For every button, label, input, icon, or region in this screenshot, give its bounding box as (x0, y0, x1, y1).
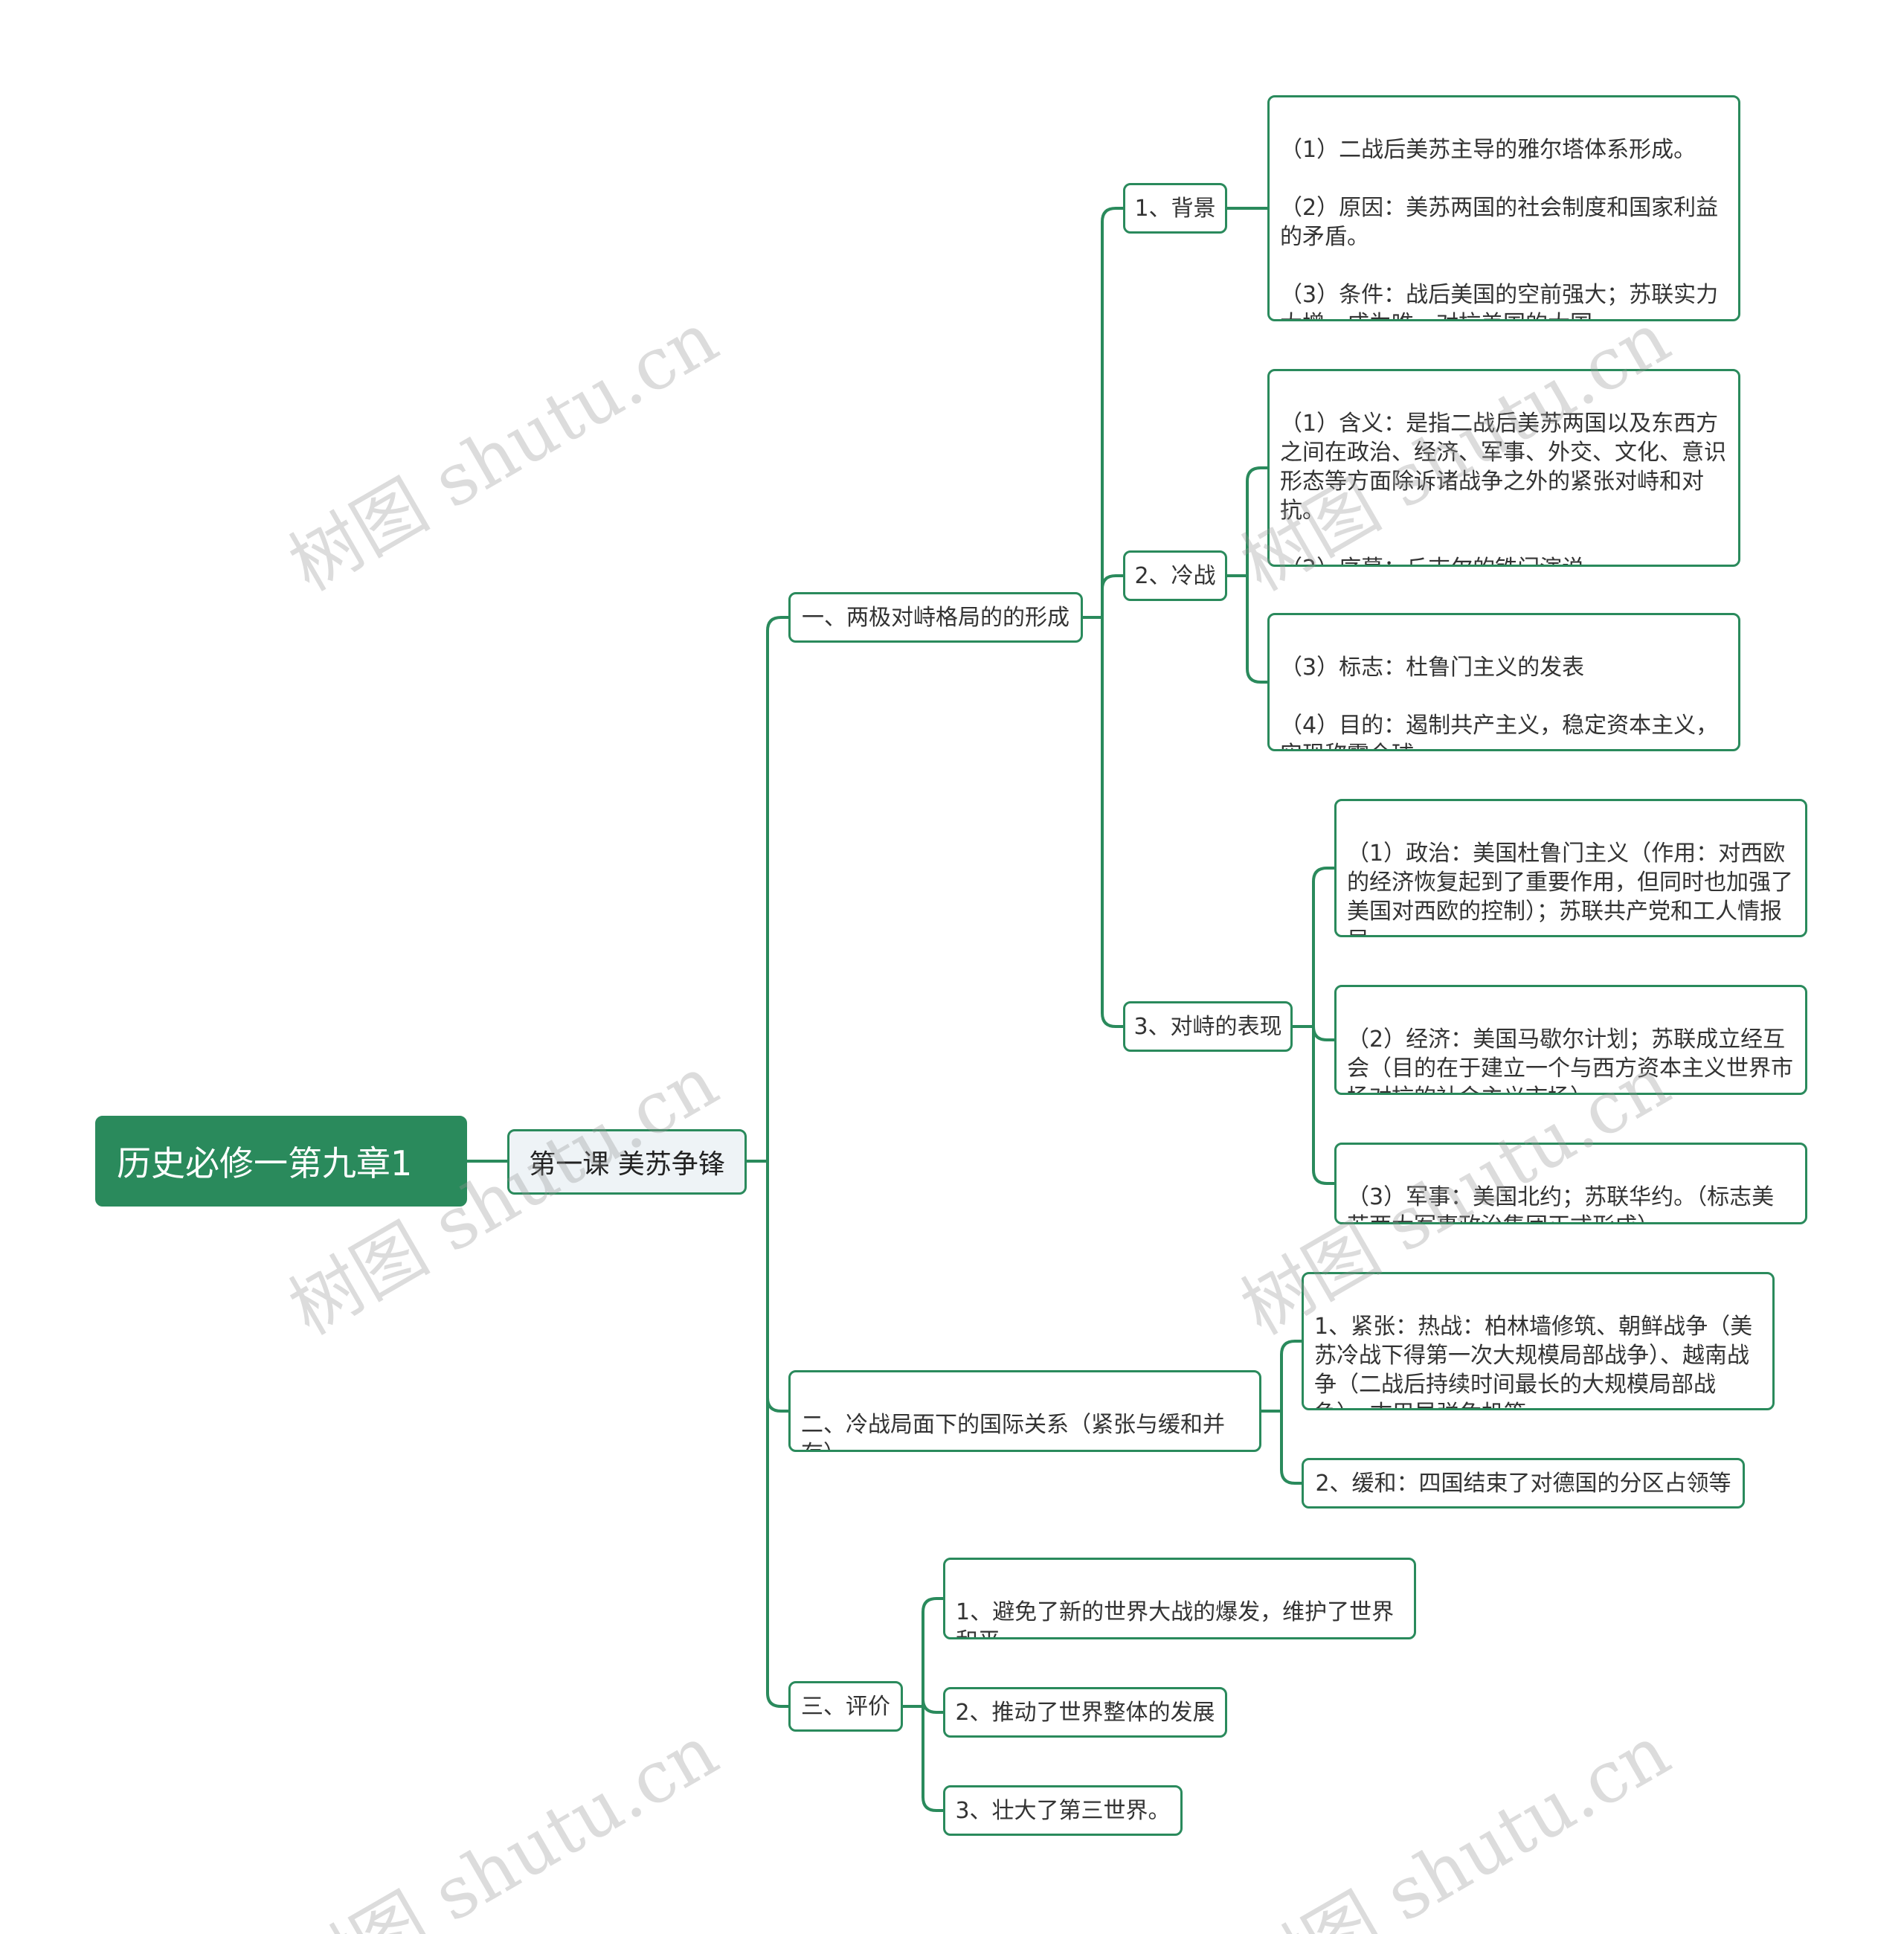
section-formation[interactable]: 一、两极对峙格局的的形成 (788, 592, 1083, 643)
item-text: 1、紧张：热战：柏林墙修筑、朝鲜战争（美苏冷战下得第一次大规模局部战争）、越南战… (1314, 1314, 1753, 1408)
confrontation-links-branch-0 (1312, 867, 1336, 1028)
item-relaxation: 2、缓和：四国结束了对德国的分区占领等 (1302, 1458, 1745, 1509)
topic-cold-war[interactable]: 2、冷战 (1123, 550, 1227, 601)
item-text: 1、避免了新的世界大战的爆发，维护了世界和平 (956, 1599, 1395, 1637)
note-military: （3）军事：美国北约；苏联华约。（标志美苏两大军事政治集团正式形成） (1334, 1143, 1807, 1224)
item-text: 2、缓和：四国结束了对德国的分区占领等 (1315, 1470, 1731, 1497)
evaluation-links-branch-2 (922, 1705, 945, 1812)
lesson-label: 第一课 美苏争锋 (529, 1149, 725, 1180)
cold-war-links-branch-1 (1246, 574, 1269, 684)
lesson-links-branch-0 (766, 616, 790, 1163)
topic-confrontation[interactable]: 3、对峙的表现 (1123, 1001, 1293, 1052)
evaluation-links-branch-1 (922, 1697, 945, 1714)
note-text: （3）军事：美国北约；苏联华约。（标志美苏两大军事政治集团正式形成） (1347, 1184, 1775, 1222)
cold-war-links-branch-0 (1246, 466, 1269, 577)
item-third-world: 3、壮大了第三世界。 (943, 1785, 1183, 1836)
note-cold-war-definition: （1）含义：是指二战后美苏两国以及东西方之间在政治、经济、军事、外交、文化、意识… (1267, 369, 1740, 567)
note-text: （2）经济：美国马歇尔计划；苏联成立经互会（目的在于建立一个与西方资本主义世界市… (1347, 1027, 1793, 1093)
confrontation-links-branch-2 (1312, 1025, 1336, 1185)
section-label: 三、评价 (801, 1693, 890, 1720)
note-economy: （2）经济：美国马歇尔计划；苏联成立经互会（目的在于建立一个与西方资本主义世界市… (1334, 985, 1807, 1095)
topic-label: 1、背景 (1134, 195, 1216, 222)
item-text: 2、推动了世界整体的发展 (955, 1699, 1215, 1726)
section-evaluation[interactable]: 三、评价 (788, 1681, 903, 1732)
item-tension: 1、紧张：热战：柏林墙修筑、朝鲜战争（美苏冷战下得第一次大规模局部战争）、越南战… (1302, 1272, 1775, 1410)
topic-background[interactable]: 1、背景 (1123, 183, 1227, 234)
item-text: 3、壮大了第三世界。 (955, 1797, 1171, 1824)
lesson-node[interactable]: 第一课 美苏争锋 (507, 1129, 747, 1195)
formation-links-branch-0 (1101, 207, 1125, 619)
root-label: 历史必修一第九章1 (117, 1143, 413, 1183)
section-label: 一、两极对峙格局的的形成 (802, 604, 1070, 631)
root-node[interactable]: 历史必修一第九章1 (95, 1116, 467, 1207)
note-text: （1）含义：是指二战后美苏两国以及东西方之间在政治、经济、军事、外交、文化、意识… (1280, 411, 1726, 565)
section-label: 二、冷战局面下的国际关系（紧张与缓和并存） (801, 1412, 1225, 1450)
confrontation-links-branch-1 (1312, 1025, 1336, 1041)
item-avoid-war: 1、避免了新的世界大战的爆发，维护了世界和平 (943, 1558, 1416, 1639)
note-politics: （1）政治：美国杜鲁门主义（作用：对西欧的经济恢复起到了重要作用，但同时也加强了… (1334, 799, 1807, 937)
topic-label: 2、冷战 (1134, 562, 1216, 589)
relations-links-branch-1 (1280, 1410, 1303, 1485)
lesson-links-branch-2 (766, 1160, 790, 1708)
note-background: （1）二战后美苏主导的雅尔塔体系形成。 （2）原因：美苏两国的社会制度和国家利益… (1267, 95, 1740, 321)
section-international-relations[interactable]: 二、冷战局面下的国际关系（紧张与缓和并存） (788, 1370, 1261, 1452)
item-development: 2、推动了世界整体的发展 (943, 1687, 1227, 1738)
note-text: （3）标志：杜鲁门主义的发表 （4）目的：遏制共产主义，稳定资本主义，实现称霸全… (1280, 655, 1719, 749)
note-text: （1）二战后美苏主导的雅尔塔体系形成。 （2）原因：美苏两国的社会制度和国家利益… (1280, 137, 1719, 319)
lesson-links-branch-1 (766, 1160, 790, 1413)
evaluation-links-branch-0 (922, 1597, 945, 1708)
formation-links-branch-2 (1101, 616, 1125, 1028)
formation-links-branch-1 (1101, 574, 1125, 619)
note-text: （1）政治：美国杜鲁门主义（作用：对西欧的经济恢复起到了重要作用，但同时也加强了… (1347, 841, 1793, 935)
topic-label: 3、对峙的表现 (1133, 1013, 1282, 1040)
relations-links-branch-0 (1280, 1340, 1303, 1413)
note-cold-war-sign: （3）标志：杜鲁门主义的发表 （4）目的：遏制共产主义，稳定资本主义，实现称霸全… (1267, 613, 1740, 751)
